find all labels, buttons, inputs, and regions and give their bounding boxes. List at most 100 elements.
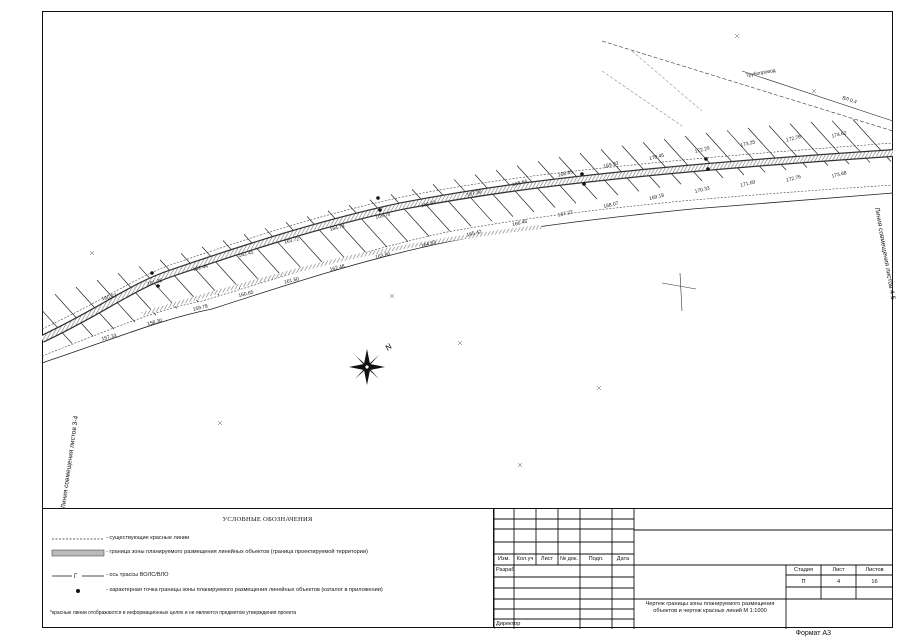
survey-tick bbox=[327, 210, 367, 253]
north-arrow-icon bbox=[349, 349, 385, 385]
elevation-label: 172.76 bbox=[785, 174, 802, 184]
survey-crosses bbox=[89, 33, 817, 468]
zone-boundary-hatch bbox=[141, 225, 543, 316]
survey-tick bbox=[600, 149, 640, 192]
elevations-upper: 160.37 161.35 161.44 162.45 163.72 164.74 165.… bbox=[101, 130, 848, 302]
elevation-label: 171.69 bbox=[740, 179, 757, 189]
red-line-upper bbox=[41, 142, 894, 330]
header-date: Дата bbox=[616, 556, 630, 562]
header-list: Лист bbox=[540, 556, 554, 562]
diag-line-2 bbox=[631, 50, 703, 112]
header-doc: № док. bbox=[560, 556, 578, 562]
header-podp: Подп. bbox=[588, 556, 604, 562]
elevation-label: 157.33 bbox=[101, 333, 118, 343]
sheet-header: Лист bbox=[832, 567, 845, 573]
boundary-points bbox=[150, 157, 710, 288]
zone-boundary-lower bbox=[41, 192, 894, 364]
elevation-label: 167.30 bbox=[466, 189, 483, 199]
survey-tick bbox=[390, 194, 430, 237]
elevation-label: 172.29 bbox=[694, 145, 711, 155]
legend-item-axis: Г - ось трассы ВОЛС/ВЛО bbox=[50, 572, 485, 580]
elevation-label: 172.78 bbox=[785, 134, 802, 144]
elevation-label: 167.22 bbox=[557, 209, 574, 219]
elevation-label: 162.48 bbox=[329, 263, 346, 273]
legend: УСЛОВНЫЕ ОБОЗНАЧЕНИЯ - существующие крас… bbox=[42, 508, 494, 628]
title-block: Изм. Кол.уч Лист № док. Подп. Дата Разра… bbox=[494, 508, 893, 629]
survey-tick bbox=[348, 204, 388, 248]
stage-header: Стадия bbox=[793, 567, 814, 573]
elevation-label: 166.83 bbox=[420, 200, 437, 210]
header-izm: Изм. bbox=[498, 556, 510, 562]
diag-line bbox=[601, 70, 683, 127]
map-drawing: 160.37 161.35 161.44 162.45 163.72 164.74 165.… bbox=[33, 33, 894, 468]
label-vl: ВЛ 0,4 bbox=[841, 95, 857, 105]
elevation-label: 170.33 bbox=[694, 185, 711, 195]
survey-tick bbox=[411, 189, 451, 232]
survey-tick bbox=[285, 221, 325, 265]
elevation-label: 160.65 bbox=[238, 289, 255, 299]
svg-text:Г: Г bbox=[74, 574, 78, 580]
elevation-label: 163.72 bbox=[284, 236, 301, 246]
elevation-label: 168.54 bbox=[512, 179, 529, 189]
survey-tick bbox=[453, 179, 493, 222]
header-kol-uch: Кол.уч bbox=[516, 556, 534, 562]
survey-tick bbox=[201, 246, 241, 290]
compass-letter: N bbox=[384, 342, 394, 353]
sheet-value: 4 bbox=[836, 579, 841, 585]
survey-tick bbox=[369, 199, 409, 242]
elevation-label: 164.74 bbox=[329, 223, 346, 233]
legend-symbol-dashed bbox=[50, 535, 106, 543]
elevation-label: 164.53 bbox=[420, 240, 437, 250]
survey-tick bbox=[642, 142, 682, 185]
elevation-label: 168.07 bbox=[603, 200, 620, 210]
sheets-header: Листов bbox=[865, 567, 884, 573]
legend-symbol-point bbox=[50, 587, 106, 595]
role-razrab: Разраб bbox=[496, 567, 515, 573]
elevation-label: 173.68 bbox=[831, 170, 848, 180]
legend-note: *красные линии отображаются в информацио… bbox=[50, 610, 297, 616]
sheet-frame bbox=[42, 11, 893, 628]
elevation-label: 162.45 bbox=[238, 249, 255, 259]
survey-tick bbox=[432, 183, 472, 227]
survey-tick bbox=[159, 259, 199, 303]
elevation-label: 158.30 bbox=[147, 318, 164, 328]
elevation-label: 161.35 bbox=[147, 278, 164, 288]
map-area: 160.37 161.35 161.44 162.45 163.72 164.74 165.… bbox=[33, 11, 896, 509]
route-band bbox=[40, 149, 894, 343]
survey-tick bbox=[243, 234, 283, 277]
survey-tick bbox=[222, 240, 262, 283]
elevations-lower: 157.33 158.30 159.78 160.65 161.50 162.48 163.… bbox=[101, 170, 848, 342]
survey-tick bbox=[54, 294, 94, 337]
road-line-2 bbox=[741, 70, 894, 122]
legend-item-zone: - граница зоны планируемого размещения л… bbox=[50, 549, 485, 557]
legend-title: УСЛОВНЫЕ ОБОЗНАЧЕНИЯ bbox=[222, 516, 313, 523]
survey-ticks bbox=[33, 119, 892, 344]
elevation-label: 161.44 bbox=[192, 263, 209, 273]
survey-tick bbox=[474, 174, 514, 217]
legend-item-red-lines: - существующие красные линии bbox=[50, 535, 485, 543]
elevation-label: 163.80 bbox=[375, 251, 392, 261]
elevation-label: 160.37 bbox=[101, 293, 118, 303]
survey-tick bbox=[180, 252, 220, 296]
title-block-grid bbox=[494, 509, 893, 629]
elevation-label: 169.93 bbox=[603, 160, 620, 170]
elevation-label: 165.42 bbox=[466, 229, 483, 239]
legend-symbol-axis: Г bbox=[50, 572, 106, 580]
drawing-title: Чертеж границы зоны планируемого размеще… bbox=[645, 601, 775, 614]
format-label: Формат А3 bbox=[795, 630, 831, 637]
elevation-label: 170.45 bbox=[649, 152, 666, 162]
survey-tick bbox=[621, 145, 661, 188]
survey-tick bbox=[306, 216, 346, 259]
elevation-label: 159.78 bbox=[192, 303, 209, 313]
elevation-label: 161.50 bbox=[284, 276, 301, 286]
road-line bbox=[601, 40, 894, 132]
legend-symbol-hatched bbox=[50, 549, 106, 557]
elevation-label: 168.85 bbox=[557, 169, 574, 179]
elevation-label: 174.62 bbox=[831, 130, 848, 140]
survey-tick bbox=[117, 272, 157, 316]
elevation-label: 166.45 bbox=[512, 219, 529, 229]
elevation-label: 165.78 bbox=[375, 211, 392, 221]
stage-value: П bbox=[801, 579, 806, 585]
label-pipeline: Трубопровод bbox=[745, 68, 776, 79]
